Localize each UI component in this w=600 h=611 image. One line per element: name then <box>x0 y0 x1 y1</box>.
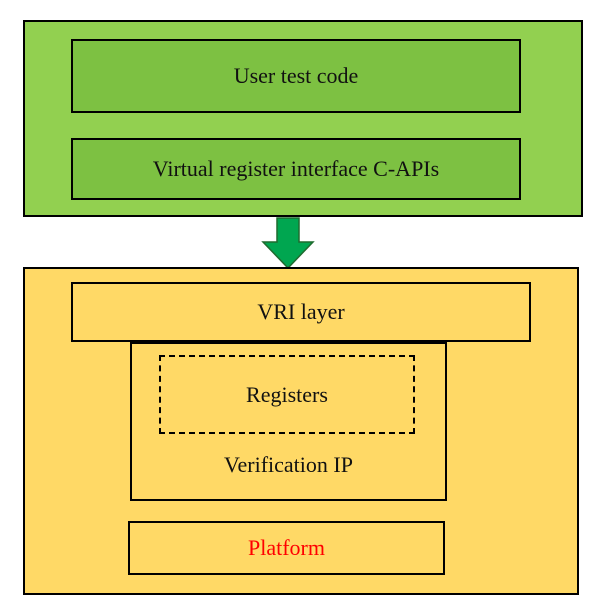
vri-layer-block: VRI layer <box>71 282 531 342</box>
platform-label: Platform <box>248 535 325 560</box>
user-test-code-block: User test code <box>71 39 521 113</box>
virtual-register-interface-block: Virtual register interface C-APIs <box>71 138 521 200</box>
user-test-code-label: User test code <box>233 63 359 88</box>
registers-label: Registers <box>246 381 328 407</box>
verification-ip-label: Verification IP <box>224 452 353 477</box>
platform-block: Platform <box>128 521 445 575</box>
vri-layer-label: VRI layer <box>257 299 345 324</box>
registers-block: Registers <box>159 355 415 434</box>
virtual-register-interface-label: Virtual register interface C-APIs <box>152 156 440 181</box>
down-arrow-icon <box>261 217 315 270</box>
verification-ip-block: Verification IP <box>130 342 447 501</box>
